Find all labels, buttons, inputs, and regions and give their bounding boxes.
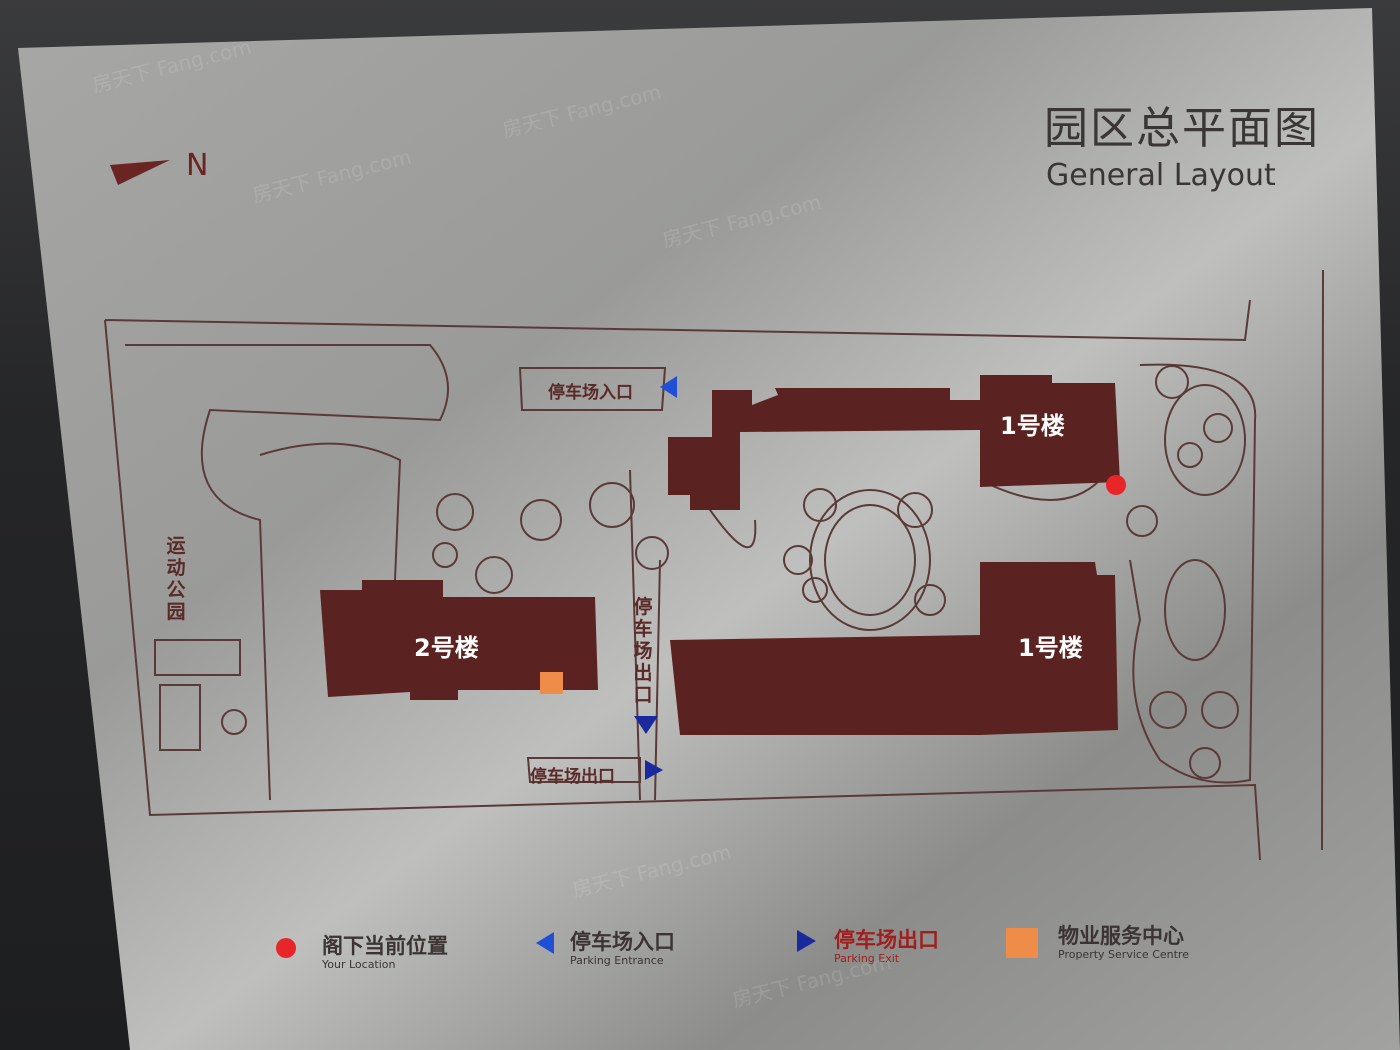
parking-exit-map-label: 停车场出口 <box>530 767 615 787</box>
title-english: General Layout <box>1046 158 1276 193</box>
building-1-south-label: 1号楼 <box>1018 634 1083 662</box>
building-2-label: 2号楼 <box>414 634 479 662</box>
parking-exit-vertical-label: 停车场出口 <box>633 596 653 706</box>
sports-park-label: 运动公园 <box>166 535 186 623</box>
building-1-north-label: 1号楼 <box>1000 412 1065 440</box>
parking-entrance-map-label: 停车场入口 <box>548 383 633 403</box>
north-compass-label: N <box>186 148 209 183</box>
title-chinese: 园区总平面图 <box>1044 103 1320 154</box>
